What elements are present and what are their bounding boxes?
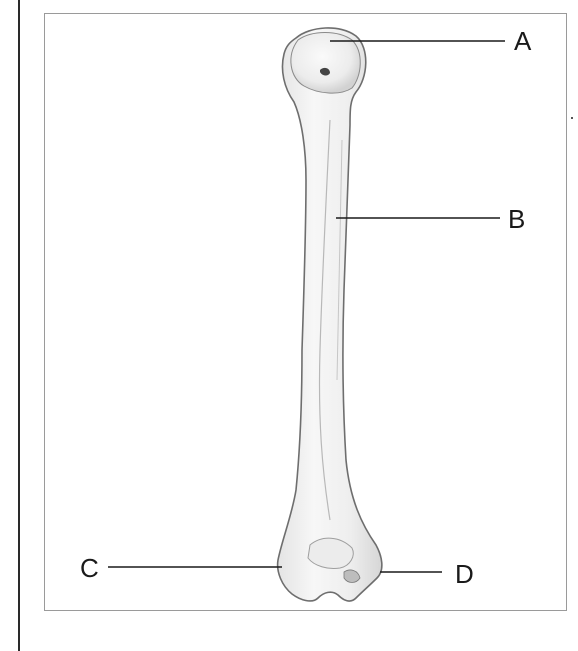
label-c: C xyxy=(80,553,99,583)
label-d: D xyxy=(455,559,474,589)
label-b: B xyxy=(508,204,526,234)
shaft-ridge xyxy=(318,119,331,521)
scan-speck xyxy=(571,117,573,119)
distal-fossa xyxy=(343,569,361,583)
head-notch xyxy=(320,67,330,76)
label-a: A xyxy=(514,26,532,56)
humerus-bone xyxy=(276,27,383,602)
shaft-ridge-2 xyxy=(336,139,343,381)
humeral-head xyxy=(290,32,361,94)
left-margin-rule xyxy=(18,0,20,651)
distal-condyle-detail xyxy=(307,537,354,569)
